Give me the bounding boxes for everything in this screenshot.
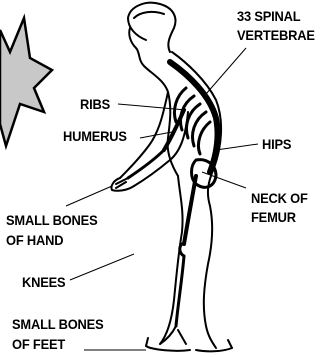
label-spinal-line1: 33 SPINAL [237,8,300,24]
label-spinal-line2: VERTEBRAE [237,27,315,43]
label-neck-of-femur-line2: FEMUR [251,209,296,225]
label-humerus: HUMERUS [63,128,127,144]
label-ribs: RIBS [80,96,110,112]
label-hand-line2: OF HAND [6,232,63,248]
label-hips: HIPS [262,136,291,152]
starburst-shape [0,18,52,146]
leader-knees [70,254,134,280]
leader-lines [66,48,258,350]
leader-spinal [206,48,246,94]
label-feet-line2: OF FEET [12,336,65,352]
label-knees: KNEES [22,274,65,290]
skeleton [116,62,218,344]
label-feet-line1: SMALL BONES [12,316,103,332]
leader-hand [66,186,112,206]
label-neck-of-femur-line1: NECK OF [251,190,308,206]
leader-hips [216,144,258,150]
label-hand-line1: SMALL BONES [6,212,97,228]
